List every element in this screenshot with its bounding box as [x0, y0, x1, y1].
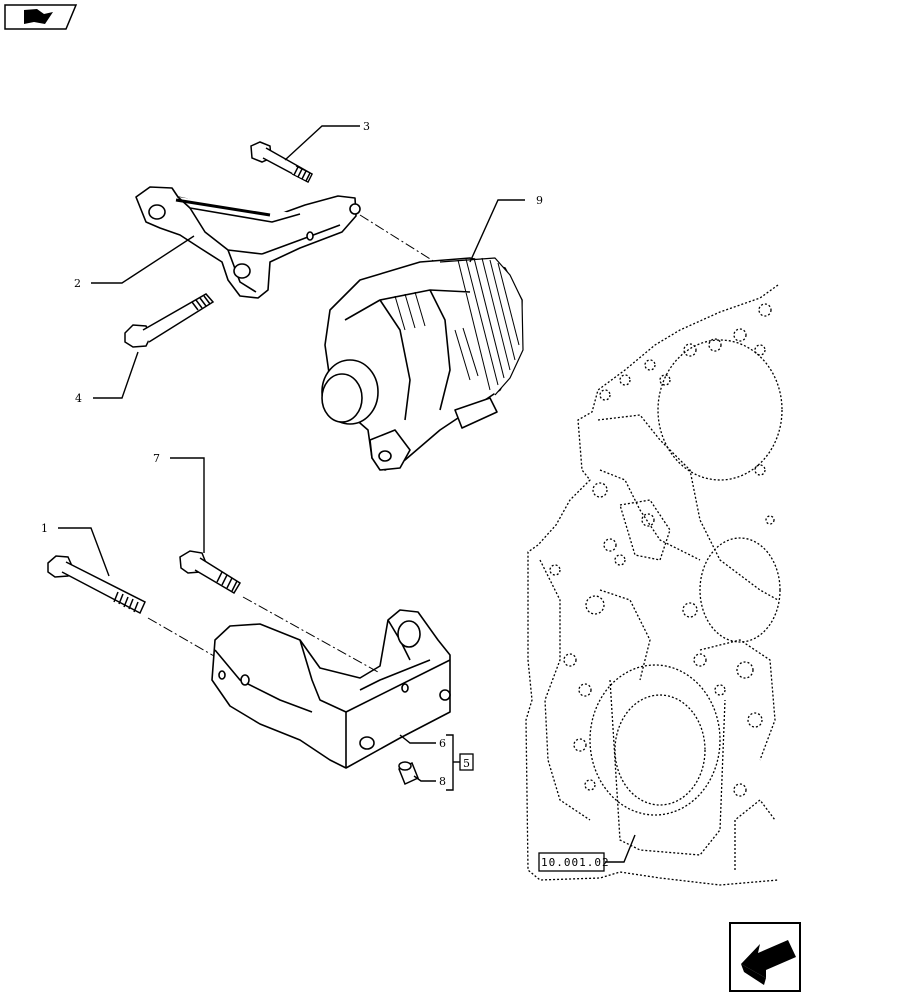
- engine-block-outline: [525, 284, 783, 886]
- callout-1: 1: [41, 522, 48, 535]
- part-9-alternator: [321, 257, 524, 471]
- part-5-support-bracket: [211, 609, 451, 769]
- callout-2: 2: [74, 277, 81, 290]
- navigation-book-icon[interactable]: [4, 4, 78, 30]
- part-7-bolt: [179, 550, 242, 595]
- part-8-sleeve: [398, 761, 419, 786]
- part-2-alternator-bracket: [135, 186, 361, 299]
- part-4-bolt: [124, 293, 215, 348]
- reference-link-box[interactable]: 10.001.02: [538, 852, 610, 872]
- callout-6: 6: [439, 737, 446, 750]
- callout-8: 8: [439, 775, 446, 788]
- part-1-bolt: [47, 555, 146, 615]
- part-3-bolt: [250, 141, 313, 184]
- callout-5-box: 5: [459, 753, 474, 771]
- previous-page-arrow-icon[interactable]: [729, 922, 801, 992]
- alignment-lines: [147, 214, 436, 673]
- callout-4: 4: [75, 392, 82, 405]
- callout-5: 5: [463, 757, 470, 770]
- callout-7: 7: [153, 452, 160, 465]
- leader-lines: [58, 125, 636, 863]
- reference-link-label[interactable]: 10.001.02: [541, 856, 610, 869]
- callout-3: 3: [363, 120, 370, 133]
- callout-9: 9: [536, 194, 543, 207]
